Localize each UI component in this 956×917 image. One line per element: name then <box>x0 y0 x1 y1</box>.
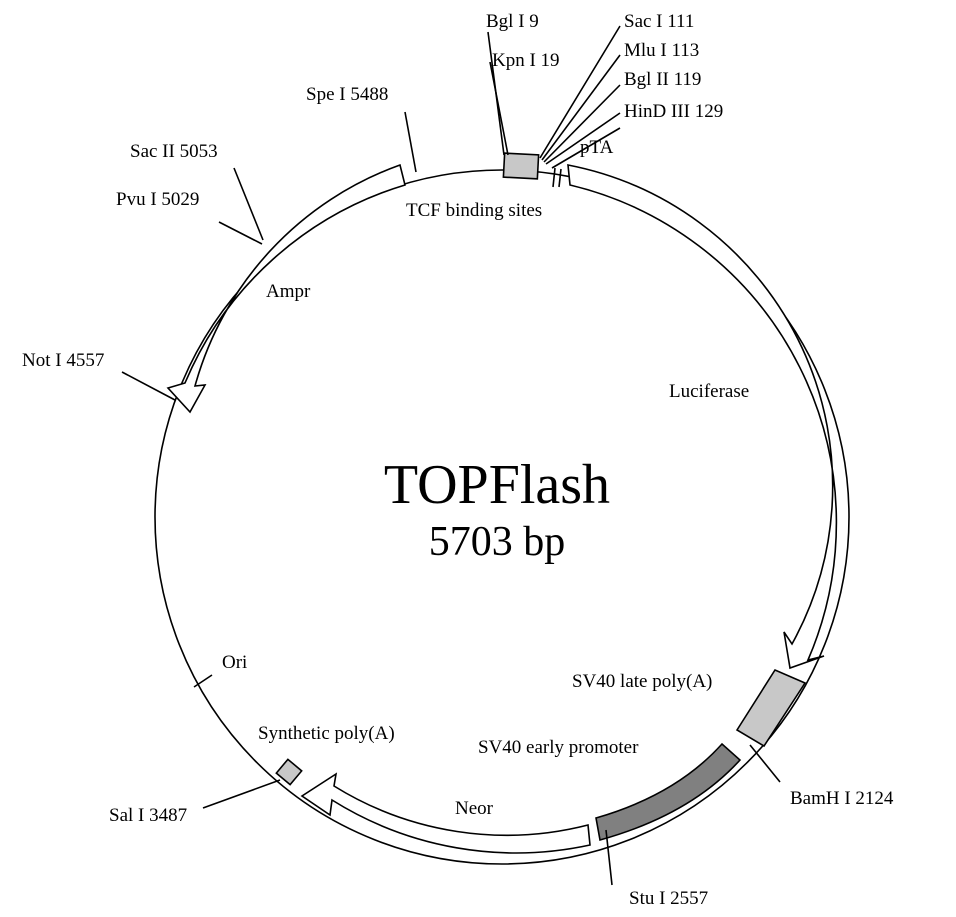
sac2-label: Sac II 5053 <box>130 141 218 162</box>
pta-leader <box>551 127 621 169</box>
mlu1-leader <box>541 54 621 161</box>
pta-tick-2 <box>558 168 562 188</box>
kpn1-leader <box>489 61 509 156</box>
pta-label: pTA <box>580 137 614 158</box>
tcf-binding-sites-box <box>502 152 540 180</box>
stu1-label: Stu I 2557 <box>629 888 708 909</box>
tcf-label: TCF binding sites <box>406 200 542 221</box>
sac2-leader <box>233 167 264 241</box>
ampr-label: Ampr <box>266 281 311 302</box>
sv40-early-label: SV40 early promoter <box>478 737 639 758</box>
synthetic-polya-box <box>275 758 303 786</box>
bamh1-leader <box>749 744 781 783</box>
stu1-leader <box>605 829 613 886</box>
plasmid-title: TOPFlash <box>384 454 610 516</box>
pvu1-leader <box>218 221 263 245</box>
mlu1-label: Mlu I 113 <box>624 40 699 61</box>
sal1-label: Sal I 3487 <box>109 805 187 826</box>
sac1-label: Sac I 111 <box>624 11 694 32</box>
bgl1-label: Bgl I 9 <box>486 11 539 32</box>
ori-tick <box>193 674 213 688</box>
kpn1-label: Kpn I 19 <box>492 50 560 71</box>
sac1-leader <box>539 25 621 159</box>
ampr-arrow <box>166 163 406 414</box>
bamh1-label: BamH I 2124 <box>790 788 894 809</box>
sal1-leader <box>202 779 281 809</box>
not1-label: Not I 4557 <box>22 350 104 371</box>
pta-tick-1 <box>552 167 556 188</box>
plasmid-size: 5703 bp <box>429 519 566 565</box>
luciferase-label: Luciferase <box>669 381 749 402</box>
neor-arrow <box>300 772 591 854</box>
synthetic-polya-label: Synthetic poly(A) <box>258 723 395 744</box>
pvu1-label: Pvu I 5029 <box>116 189 199 210</box>
hind3-leader <box>545 112 621 165</box>
sv40-late-label: SV40 late poly(A) <box>572 671 712 692</box>
sv40-late-polya-box <box>735 668 807 748</box>
not1-leader <box>121 371 176 401</box>
neor-label: Neor <box>455 798 494 819</box>
bgl2-label: Bgl II 119 <box>624 69 701 90</box>
ori-label: Ori <box>222 652 247 673</box>
hind3-label: HinD III 129 <box>624 101 723 122</box>
bgl2-leader <box>543 84 621 163</box>
spe1-label: Spe I 5488 <box>306 84 388 105</box>
sv40-early-promoter-box <box>595 742 742 842</box>
luciferase-arrow <box>567 164 838 670</box>
plasmid-backbone <box>154 169 850 865</box>
spe1-leader <box>404 111 417 173</box>
